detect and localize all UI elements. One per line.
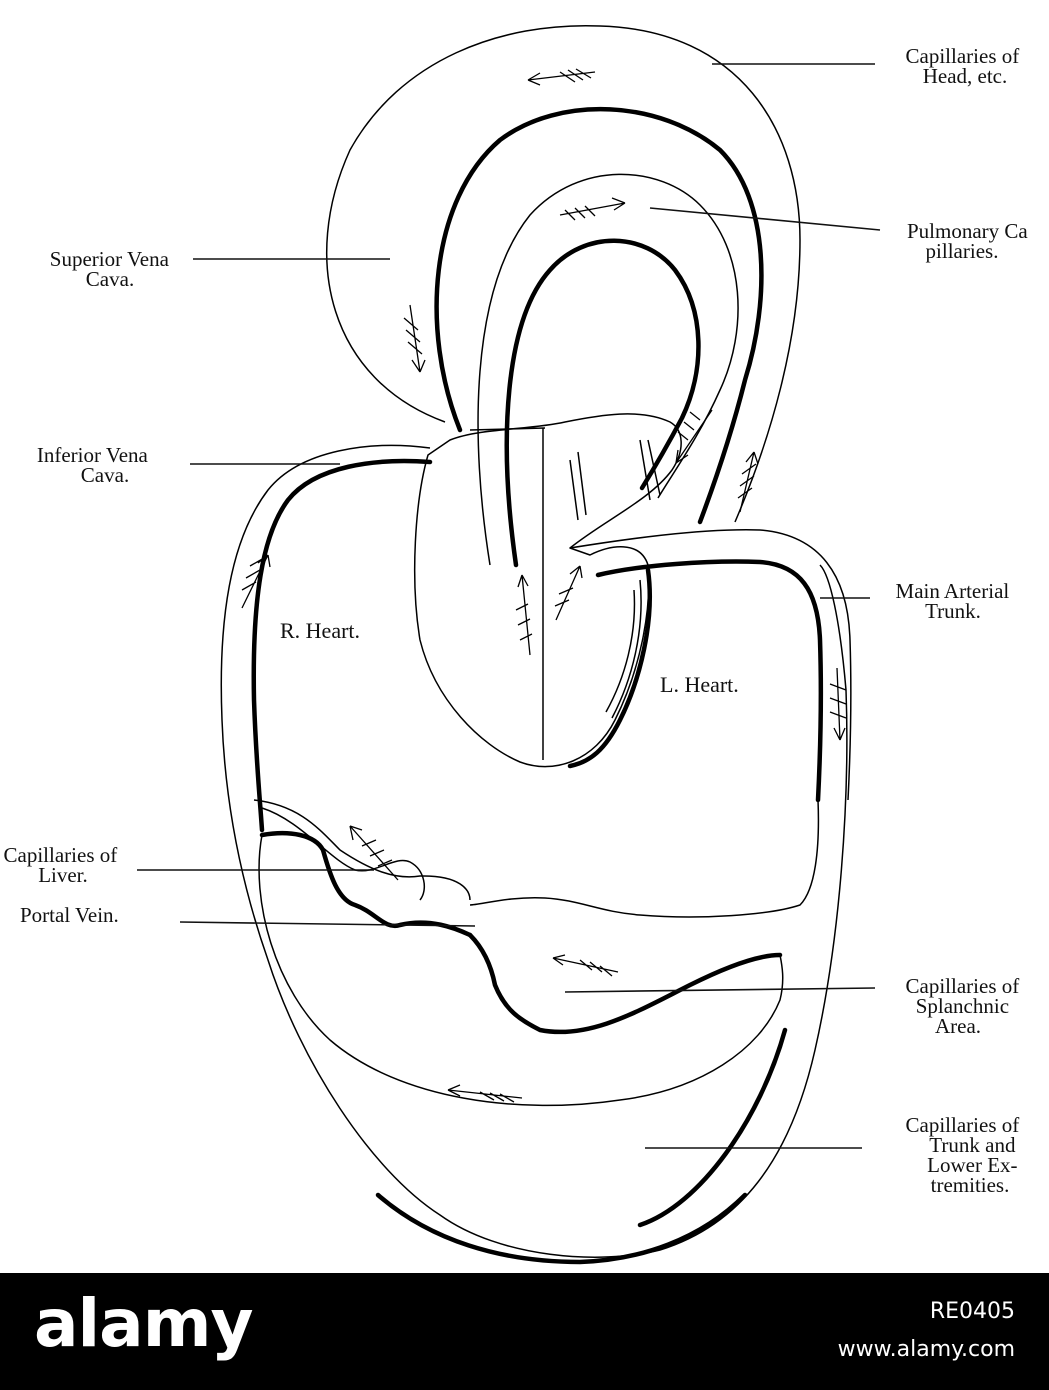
arrow-ivc — [241, 554, 271, 609]
head-loop-outer — [325, 24, 801, 523]
arrow-pulm-return — [675, 409, 713, 464]
label-capillaries-splanchnic: Capillaries of Splanchnic Area. — [906, 974, 1025, 1038]
big-loop-bottom — [375, 1192, 748, 1265]
ivc-outer — [220, 444, 848, 1258]
label-left-heart: L. Heart. — [660, 672, 739, 697]
flow-arrows — [241, 68, 847, 1103]
arrow-splanchnic — [552, 954, 619, 977]
liver-capillary-bed — [259, 830, 473, 938]
label-inferior-vena-cava: Inferior Vena Cava. — [37, 443, 153, 487]
image-id: RE0405 — [929, 1299, 1015, 1324]
leader-splanchnic — [564, 987, 876, 993]
label-capillaries-liver: Capillaries of Liver. — [4, 843, 123, 887]
watermark-bar: alamy RE0405 www.alamy.com — [0, 1273, 1049, 1390]
label-capillaries-head: Capillaries of Head, etc. — [906, 44, 1025, 88]
circulation-diagram: Capillaries of Head, etc. Pulmonary Ca p… — [3, 24, 1033, 1265]
arrow-trunk — [447, 1084, 523, 1103]
portal-vein — [467, 932, 783, 1035]
label-superior-vena-cava: Superior Vena Cava. — [50, 247, 174, 291]
big-loop-outer-thick — [637, 1027, 788, 1228]
left-heart-wall — [567, 567, 652, 769]
leader-lines — [137, 63, 881, 1149]
pulmonary-inner — [504, 238, 701, 568]
label-right-heart: R. Heart. — [280, 618, 360, 643]
arrow-pulmonary — [559, 197, 626, 221]
liver-upper — [261, 807, 426, 901]
label-portal-vein: Portal Vein. — [20, 903, 119, 927]
alamy-logo: alamy — [34, 1285, 253, 1362]
arrow-liver — [349, 825, 399, 881]
arrow-svc — [403, 304, 426, 373]
arrow-heart-1 — [515, 574, 533, 656]
label-capillaries-trunk: Capillaries of Trunk and Lower Ex- tremi… — [906, 1113, 1025, 1197]
inner-loop-right — [469, 799, 820, 918]
arrow-head-loop — [527, 68, 596, 86]
pulmonary-outer — [477, 173, 739, 566]
site-url: www.alamy.com — [837, 1337, 1015, 1362]
arterial-trunk-inner — [595, 559, 824, 803]
arterial-trunk-outer — [569, 529, 852, 801]
label-pulmonary-capillaries: Pulmonary Ca pillaries. — [907, 219, 1033, 263]
circulation-diagram-svg: Capillaries of Head, etc. Pulmonary Ca p… — [4, 24, 1033, 1265]
heart-hatch — [569, 439, 661, 521]
leader-pulmonary — [649, 207, 881, 231]
arrow-aorta-up — [737, 451, 759, 513]
arrow-arterial-trunk — [829, 667, 847, 741]
heart-shading — [605, 579, 642, 719]
splanchnic-outer — [258, 834, 784, 1107]
inner-loop-top — [253, 799, 471, 901]
septum-top — [469, 427, 546, 431]
label-main-arterial-trunk: Main Arterial Trunk. — [896, 579, 1015, 623]
arrow-heart-2 — [554, 565, 583, 621]
leader-portal — [179, 921, 476, 927]
head-loop-inner — [434, 106, 764, 525]
heart-outline — [413, 413, 682, 768]
ivc-inner — [251, 458, 433, 833]
